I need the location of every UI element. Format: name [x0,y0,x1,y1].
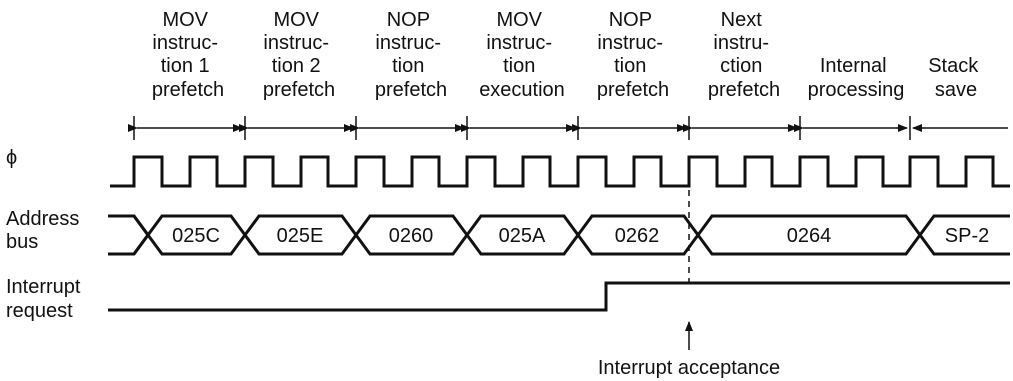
address-value-0264: 0264 [787,225,832,247]
phase-label-stack-save: Stack save [928,55,984,101]
phase-label-mov-2: MOV instruc- tion 2 prefetch [263,9,335,101]
phase-label-internal-processing: Internal processing [808,55,905,101]
phase-intervals [128,116,1008,140]
address-bus-waveform [108,214,1010,256]
address-value-sp-2: SP-2 [945,225,989,247]
phase-label-nop-2: NOP instruc- tion prefetch [597,9,669,101]
address-value-0262: 0262 [615,225,660,247]
interrupt-request-label: Interrupt request [6,276,86,322]
clock-waveform [110,155,1010,188]
phase-label-nop-1: NOP instruc- tion prefetch [375,9,447,101]
address-value-025E: 025E [277,225,324,247]
phase-label-mov-1: MOV instruc- tion 1 prefetch [152,9,224,101]
phase-labels: MOV instruc- tion 1 prefetch MOV instruc… [152,9,984,101]
address-value-0260: 0260 [389,225,434,247]
interrupt-acceptance-label: Interrupt acceptance [598,357,780,379]
phase-label-mov-execution: MOV instruc- tion execution [479,9,565,101]
address-value-025A: 025A [499,225,546,247]
clock-label: ϕ [6,147,17,169]
address-value-025C: 025C [172,225,220,247]
phase-label-next-prefetch: Next instru- ction prefetch [708,9,780,101]
address-bus-label: Address bus [6,208,85,253]
interrupt-request-waveform [108,281,1010,312]
